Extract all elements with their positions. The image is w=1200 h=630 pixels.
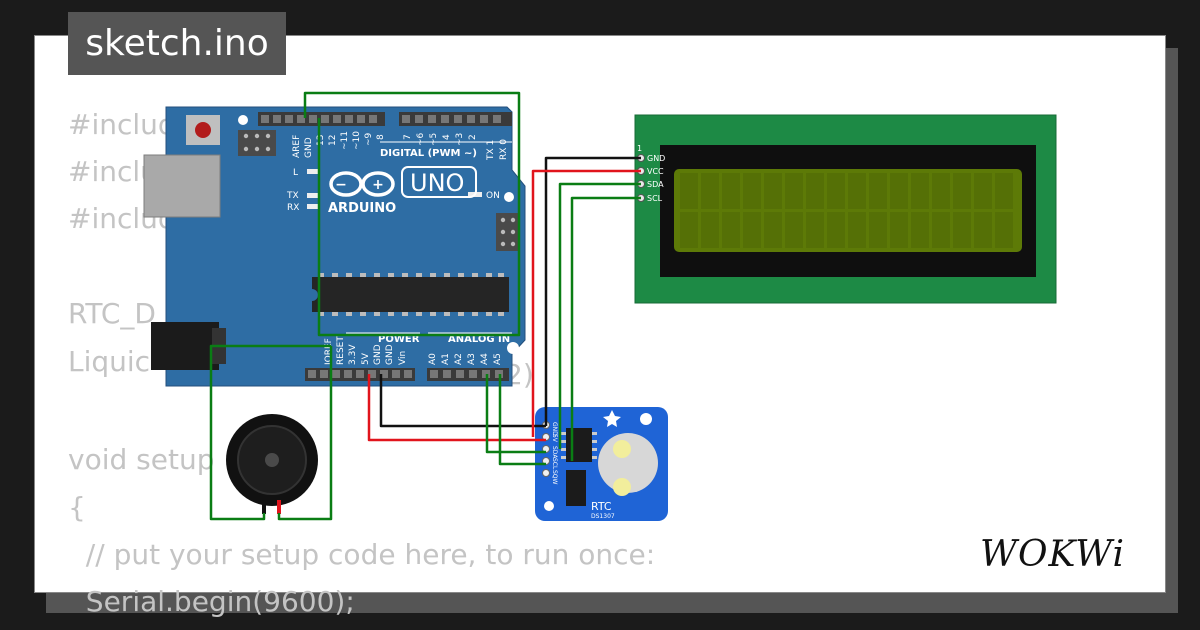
analog-label: ANALOG IN (448, 334, 510, 345)
power-label: POWER (378, 334, 420, 345)
lcd-label-sda: SDA (647, 180, 664, 189)
led-tx (307, 193, 319, 198)
wire-digital-loop[interactable] (303, 91, 521, 337)
lcd-pin1-marker: 1 (637, 144, 642, 153)
rtc-label-sda: SDA (551, 446, 558, 459)
pin-label-gnd1: GND (373, 344, 383, 365)
rtc-title: RTC (591, 500, 612, 513)
arduino-brand: ARDUINO (328, 201, 396, 216)
svg-text:+: + (372, 177, 384, 193)
led-on-label: ON (486, 191, 500, 201)
led-rx (307, 204, 319, 209)
code-line-8: void setup (68, 443, 215, 476)
rtc-ds1307-module[interactable]: GND 5V SDA SCL SQW RTC DS1307 (535, 407, 668, 521)
pin-label-a2: A2 (454, 353, 464, 365)
pin-label-a0: A0 (428, 353, 438, 365)
pin-label-12: 12 (328, 135, 338, 146)
pin-label-a5: A5 (493, 353, 503, 365)
pin-label-a3: A3 (467, 353, 477, 365)
lcd-label-gnd: GND (647, 154, 665, 163)
wire-lcd-scl[interactable] (570, 196, 641, 461)
pin-label-2: 2 (468, 134, 478, 140)
pin-label-13: 13 (316, 135, 326, 146)
mounting-hole (504, 192, 514, 202)
rtc-chip-label: DS1307 (591, 513, 615, 520)
mounting-hole (238, 115, 248, 125)
icsp-header-top (238, 130, 276, 156)
wire-rtc-scl[interactable] (498, 374, 546, 466)
wokwi-logo: WOKWi (980, 534, 1125, 575)
arduino-infinity-logo (329, 171, 395, 197)
pin-label-tx: TX 1 (486, 140, 496, 161)
dc-jack (151, 322, 219, 370)
pin-label-gnd2: GND (385, 344, 395, 365)
pin-label-5v: 5V (361, 352, 371, 365)
rtc-label-scl: SCL (551, 458, 558, 470)
pin-label-gnd: GND (304, 137, 314, 158)
led-rx-label: RX (287, 203, 299, 213)
lcd-1602-i2c[interactable]: 1 GND VCC SDA SCL (634, 114, 1057, 304)
code-line-11: Serial.begin(9600); (68, 585, 355, 618)
pin-label-8: 8 (376, 134, 386, 140)
pin-label-7: 7 (403, 134, 413, 140)
code-line-10: // put your setup code here, to run once… (68, 538, 656, 571)
led-tx-label: TX (286, 191, 299, 201)
mounting-hole (507, 342, 519, 354)
led-l-label: L (293, 168, 298, 178)
wires (209, 91, 641, 521)
pin-label-vin: Vin (398, 351, 408, 365)
filename-tab[interactable]: sketch.ino (68, 12, 286, 75)
mounting-hole (544, 501, 554, 511)
code-line-9: { (68, 491, 86, 524)
rtc-pin-sqw[interactable] (542, 469, 550, 477)
digital-label: DIGITAL (PWM ~) (380, 148, 477, 159)
crystal (566, 470, 586, 506)
mounting-hole (640, 413, 652, 425)
coin-battery (598, 433, 658, 493)
usb-port (143, 154, 221, 218)
atmega-chip (312, 277, 509, 312)
rtc-label-gnd: GND (551, 422, 558, 436)
pin-label-4: 4 (442, 134, 452, 140)
code-line-5: RTC_D (68, 297, 156, 330)
svg-text:−: − (335, 177, 347, 193)
wire-lcd-gnd[interactable] (544, 156, 641, 426)
rtc-chip (566, 428, 592, 462)
lcd-label-vcc: VCC (647, 167, 664, 176)
wire-buzzer-signal[interactable] (277, 346, 333, 521)
pin-label-3: ~3 (455, 133, 465, 146)
pin-label-5: ~5 (429, 133, 439, 146)
wokwi-logo-text: WOKWi (980, 534, 1125, 575)
piezo-buzzer[interactable] (226, 414, 318, 514)
wire-lcd-vcc[interactable] (531, 169, 641, 437)
icsp-header-right (496, 213, 520, 251)
pin-label-11: ~11 (340, 131, 350, 150)
pin-label-rx: RX 0 (499, 139, 509, 160)
lcd-label-scl: SCL (647, 194, 663, 203)
wire-rtc-sda[interactable] (485, 374, 546, 454)
wire-rtc-gnd[interactable] (379, 374, 546, 428)
pin-label-10: ~10 (352, 131, 362, 150)
pin-label-6: ~6 (416, 132, 426, 146)
arduino-model: UNO (410, 169, 464, 197)
wire-lcd-sda[interactable] (558, 182, 641, 449)
lcd-character-cells (680, 173, 1013, 248)
pin-label-3v3: 3.3V (348, 344, 358, 365)
led-l (307, 169, 319, 174)
rtc-label-sqw: SQW (551, 470, 558, 485)
arduino-uno[interactable]: AREF GND 13 12 ~11 ~10 ~9 8 7 ~6 ~5 4 ~3… (143, 106, 526, 387)
code-line-6: Liquic (68, 345, 151, 378)
rtc-label-5v: 5V (551, 434, 558, 443)
wire-buzzer-gnd[interactable] (209, 344, 331, 521)
pin-label-reset: RESET (336, 336, 346, 365)
pin-label-ioref: IOREF (324, 338, 334, 365)
pin-label-aref: AREF (292, 135, 302, 158)
pin-label-a1: A1 (441, 353, 451, 365)
pin-label-9: ~9 (364, 132, 374, 146)
pin-label-a4: A4 (480, 353, 490, 365)
adafruit-flower-icon (603, 410, 621, 427)
